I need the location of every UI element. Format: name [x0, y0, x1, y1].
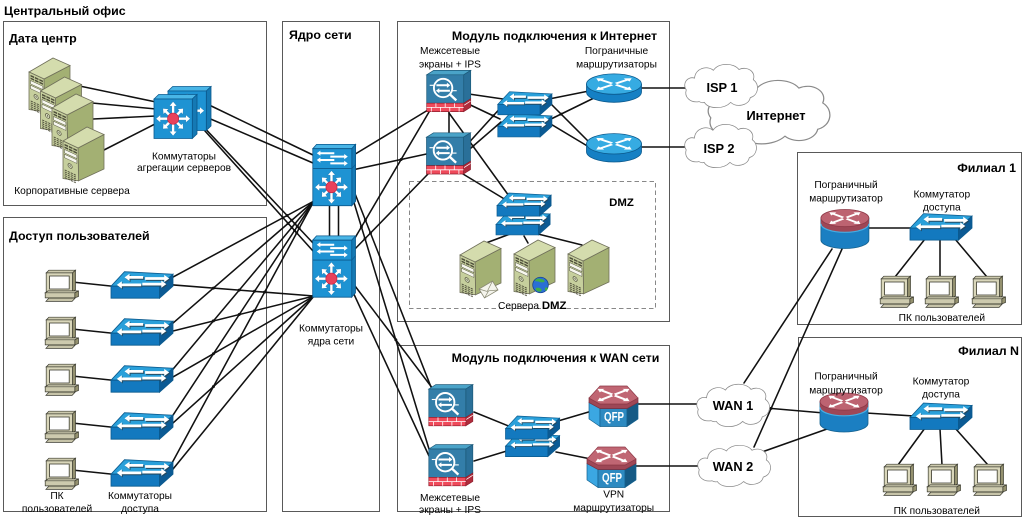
svg-text:Филиал 1: Филиал 1 — [957, 161, 1016, 175]
svg-text:ПК: ПК — [50, 491, 63, 502]
svg-text:Пограничный: Пограничный — [814, 371, 877, 382]
svg-text:WAN 1: WAN 1 — [713, 398, 754, 413]
svg-text:Интернет: Интернет — [746, 108, 805, 123]
svg-text:Дата центр: Дата центр — [9, 32, 77, 46]
svg-text:Модуль подключения к WAN сети: Модуль подключения к WAN сети — [452, 351, 660, 365]
svg-text:Ядро сети: Ядро сети — [289, 28, 352, 42]
svg-text:Центральный офис: Центральный офис — [4, 4, 126, 18]
svg-text:маршрутизаторы: маршрутизаторы — [576, 60, 657, 71]
svg-text:Доступ пользователей: Доступ пользователей — [9, 229, 150, 243]
svg-text:Межсетевые: Межсетевые — [420, 46, 480, 57]
svg-text:ПК пользователей: ПК пользователей — [899, 313, 985, 324]
svg-text:WAN 2: WAN 2 — [713, 459, 754, 474]
svg-text:Коммутаторы: Коммутаторы — [152, 152, 216, 163]
svg-text:доступа: доступа — [121, 504, 159, 515]
svg-text:Сервера DMZ: Сервера DMZ — [498, 300, 567, 312]
svg-text:маршрутизатор: маршрутизатор — [809, 386, 883, 397]
svg-text:Межсетевые: Межсетевые — [420, 493, 480, 504]
svg-text:Пограничный: Пограничный — [814, 180, 877, 191]
svg-text:пользователей: пользователей — [22, 504, 92, 515]
svg-text:ISP 1: ISP 1 — [706, 80, 737, 95]
svg-text:Пограничные: Пограничные — [585, 46, 649, 57]
svg-text:VPN: VPN — [603, 490, 624, 501]
svg-text:Корпоративные сервера: Корпоративные сервера — [14, 186, 130, 197]
svg-text:агрегации серверов: агрегации серверов — [137, 163, 231, 174]
svg-text:ISP 2: ISP 2 — [703, 141, 734, 156]
svg-text:Филиал N: Филиал N — [958, 344, 1019, 358]
svg-text:доступа: доступа — [923, 202, 961, 213]
svg-text:ПК пользователей: ПК пользователей — [894, 506, 980, 517]
svg-text:экраны + IPS: экраны + IPS — [419, 60, 481, 71]
svg-text:маршрутизаторы: маршрутизаторы — [573, 503, 654, 514]
svg-text:доступа: доступа — [922, 389, 960, 400]
svg-text:маршрутизатор: маршрутизатор — [809, 194, 883, 205]
svg-text:экраны + IPS: экраны + IPS — [419, 505, 481, 516]
svg-text:Коммутатор: Коммутатор — [913, 377, 970, 388]
svg-text:DMZ: DMZ — [609, 197, 634, 209]
svg-text:ядра сети: ядра сети — [308, 337, 354, 348]
svg-text:Коммутатор: Коммутатор — [913, 189, 970, 200]
svg-text:Коммутаторы: Коммутаторы — [299, 324, 363, 335]
svg-text:Коммутаторы: Коммутаторы — [108, 491, 172, 502]
svg-text:Модуль подключения к Интернет: Модуль подключения к Интернет — [452, 29, 657, 43]
